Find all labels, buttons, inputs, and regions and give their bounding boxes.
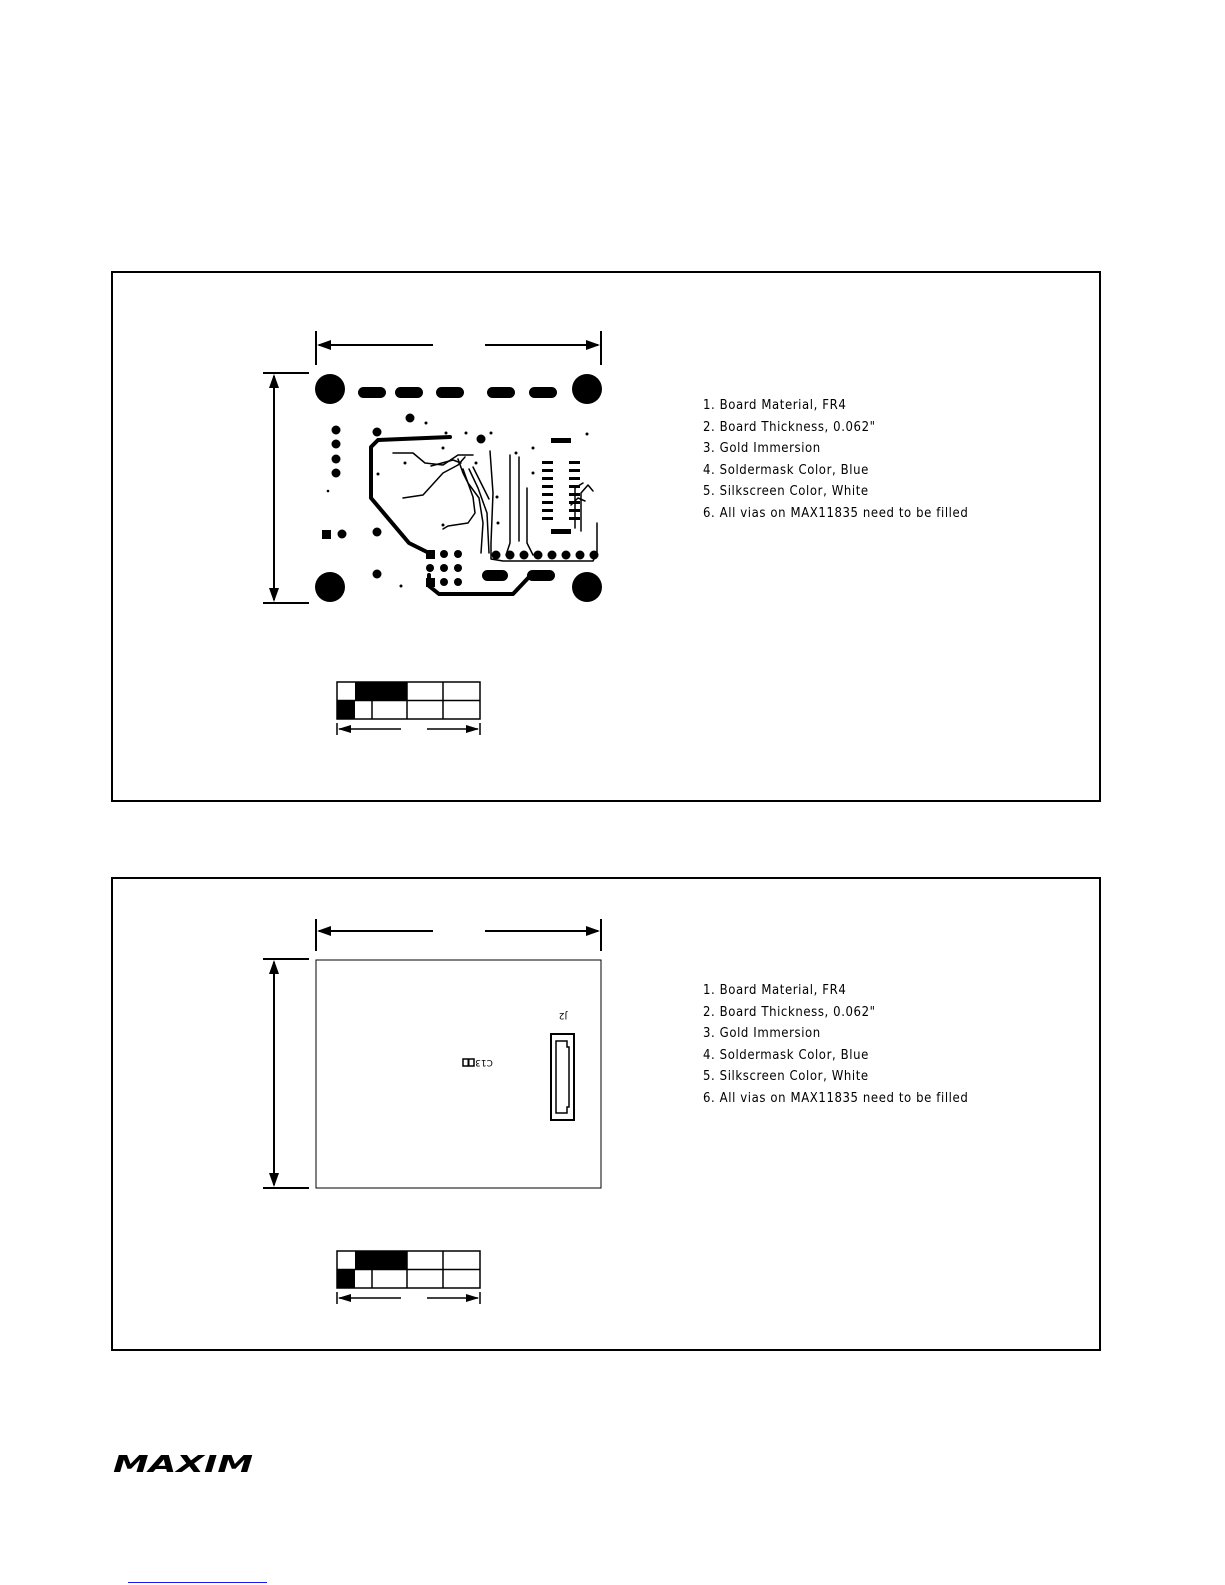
mounting-holes xyxy=(315,374,602,602)
c13-label: C13 xyxy=(475,1057,493,1067)
note-item: 5. Silkscreen Color, White xyxy=(703,1069,869,1084)
bottom-pin-row xyxy=(491,550,599,560)
copper-traces xyxy=(369,435,598,596)
footer-link-underline[interactable] xyxy=(128,1582,267,1583)
note-item: 4. Soldermask Color, Blue xyxy=(703,462,869,478)
note-item: 3. Gold Immersion xyxy=(703,1026,821,1041)
note-item: 6. All vias on MAX11835 need to be fille… xyxy=(703,1090,969,1106)
width-dimension xyxy=(315,331,602,365)
note-item: 2. Board Thickness, 0.062" xyxy=(703,419,876,435)
note-item: 5. Silkscreen Color, White xyxy=(703,484,869,499)
note-item: 2. Board Thickness, 0.062" xyxy=(703,1004,876,1020)
left-header-pads xyxy=(322,425,347,539)
misc-pads xyxy=(372,413,589,588)
pcb-bottom-silkscreen-artwork: C13 J2 xyxy=(263,919,602,1304)
note-item: 1. Board Material, FR4 xyxy=(703,398,847,413)
ic-footprint xyxy=(542,438,580,534)
j2-label: J2 xyxy=(559,1010,568,1020)
height-dimension xyxy=(263,958,309,1189)
top-edge-pads xyxy=(358,387,557,398)
fabrication-notes-bottom: 1. Board Material, FR4 2. Board Thicknes… xyxy=(703,980,968,1109)
board-outline xyxy=(315,959,602,1189)
scale-bar xyxy=(336,1250,481,1304)
note-item: 3. Gold Immersion xyxy=(703,441,821,456)
pcb-layout-panel-top: 1. Board Material, FR4 2. Board Thicknes… xyxy=(111,271,1101,802)
width-dimension xyxy=(315,919,602,951)
maxim-logo-text: MAXIM xyxy=(113,1453,253,1475)
via-grid xyxy=(426,550,462,587)
scale-bar xyxy=(336,681,481,735)
note-item: 6. All vias on MAX11835 need to be fille… xyxy=(703,505,969,521)
height-dimension xyxy=(263,372,309,604)
maxim-logo: MAXIM xyxy=(113,1453,253,1475)
fabrication-notes-top: 1. Board Material, FR4 2. Board Thicknes… xyxy=(703,395,968,524)
pcb-top-layer-artwork xyxy=(263,331,602,735)
j2-footprint: J2 xyxy=(550,1010,575,1121)
note-item: 4. Soldermask Color, Blue xyxy=(703,1047,869,1063)
pcb-layout-panel-bottom: C13 J2 1. Board Material, FR4 2. Board T xyxy=(111,877,1101,1351)
note-item: 1. Board Material, FR4 xyxy=(703,983,847,998)
c13-footprint: C13 xyxy=(462,1057,493,1067)
